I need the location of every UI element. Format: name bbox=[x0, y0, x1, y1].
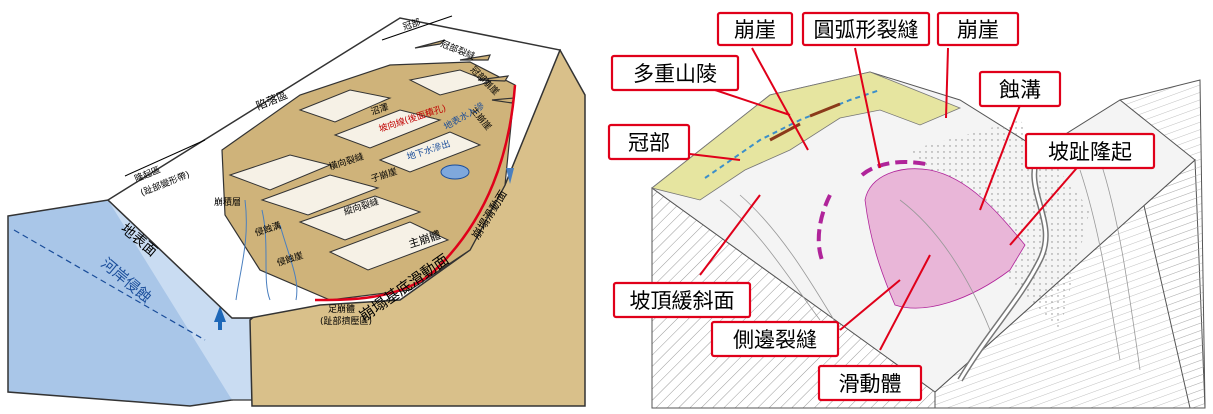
svg-text:崩崖: 崩崖 bbox=[957, 18, 999, 42]
river-dash-line bbox=[13, 229, 206, 341]
svg-text:側邊裂縫: 側邊裂縫 bbox=[733, 328, 817, 352]
label-box-gentle-slope: 坡頂緩斜面 bbox=[612, 281, 752, 319]
label-ponding: 沼澤 bbox=[370, 102, 391, 118]
leader-lines bbox=[655, 47, 1083, 351]
label-toe-body: 足崩體 bbox=[328, 303, 355, 315]
svg-text:蝕溝: 蝕溝 bbox=[999, 78, 1041, 102]
label-box-toe-bulge: 坡趾隆起 bbox=[1024, 132, 1156, 170]
zone-dimension-lines bbox=[124, 15, 453, 177]
label-box-side-crack: 側邊裂縫 bbox=[710, 320, 840, 358]
label-toe-body-sub: (趾部擠壓區) bbox=[320, 315, 372, 327]
slope-contour-lines bbox=[719, 159, 1141, 371]
crown-cracks bbox=[414, 39, 515, 104]
crown-crack-line bbox=[704, 89, 881, 179]
label-box-scarp-right: 崩崖 bbox=[936, 11, 1020, 47]
svg-text:多重山陵: 多重山陵 bbox=[633, 62, 717, 86]
svg-text:滑動體: 滑動體 bbox=[839, 372, 902, 396]
gully-lines bbox=[235, 199, 298, 301]
right-landslide-diagram: 崩崖 圓弧形裂縫 崩崖 多重山陵 蝕溝 冠部 坡趾隆起 坡頂緩斜面 bbox=[607, 11, 1206, 409]
svg-text:坡趾隆起: 坡趾隆起 bbox=[1048, 140, 1132, 164]
uplift-arrow-icon bbox=[214, 306, 226, 330]
label-box-crown: 冠部 bbox=[607, 123, 691, 161]
svg-text:崩崖: 崩崖 bbox=[734, 18, 776, 42]
purple-side-crack bbox=[816, 194, 832, 261]
label-box-slide-body: 滑動體 bbox=[817, 364, 923, 402]
svg-text:圓弧形裂縫: 圓弧形裂縫 bbox=[814, 18, 919, 42]
yellow-crown-zone bbox=[651, 71, 962, 201]
purple-arc-crack bbox=[860, 160, 931, 177]
svg-text:冠部: 冠部 bbox=[628, 131, 670, 155]
slump-steps bbox=[228, 69, 492, 271]
slide-arrow-icon bbox=[506, 168, 514, 184]
left-landslide-diagram: 冠部 冠部裂縫 冠部崩崖 主崩崖 陷落區 隆起區 (趾部變形帶) 地表面 河岸侵… bbox=[7, 15, 586, 407]
label-box-multi-ridge: 多重山陵 bbox=[610, 54, 740, 92]
slip-surface-line bbox=[314, 84, 517, 302]
label-box-gully: 蝕溝 bbox=[978, 70, 1062, 108]
groundwater-pond bbox=[440, 164, 470, 180]
label-colluvium: 崩積層 bbox=[214, 196, 241, 208]
svg-text:坡頂緩斜面: 坡頂緩斜面 bbox=[630, 289, 735, 313]
label-box-scarp-left: 崩崖 bbox=[716, 11, 794, 47]
label-box-arc-crack: 圓弧形裂縫 bbox=[801, 11, 931, 47]
